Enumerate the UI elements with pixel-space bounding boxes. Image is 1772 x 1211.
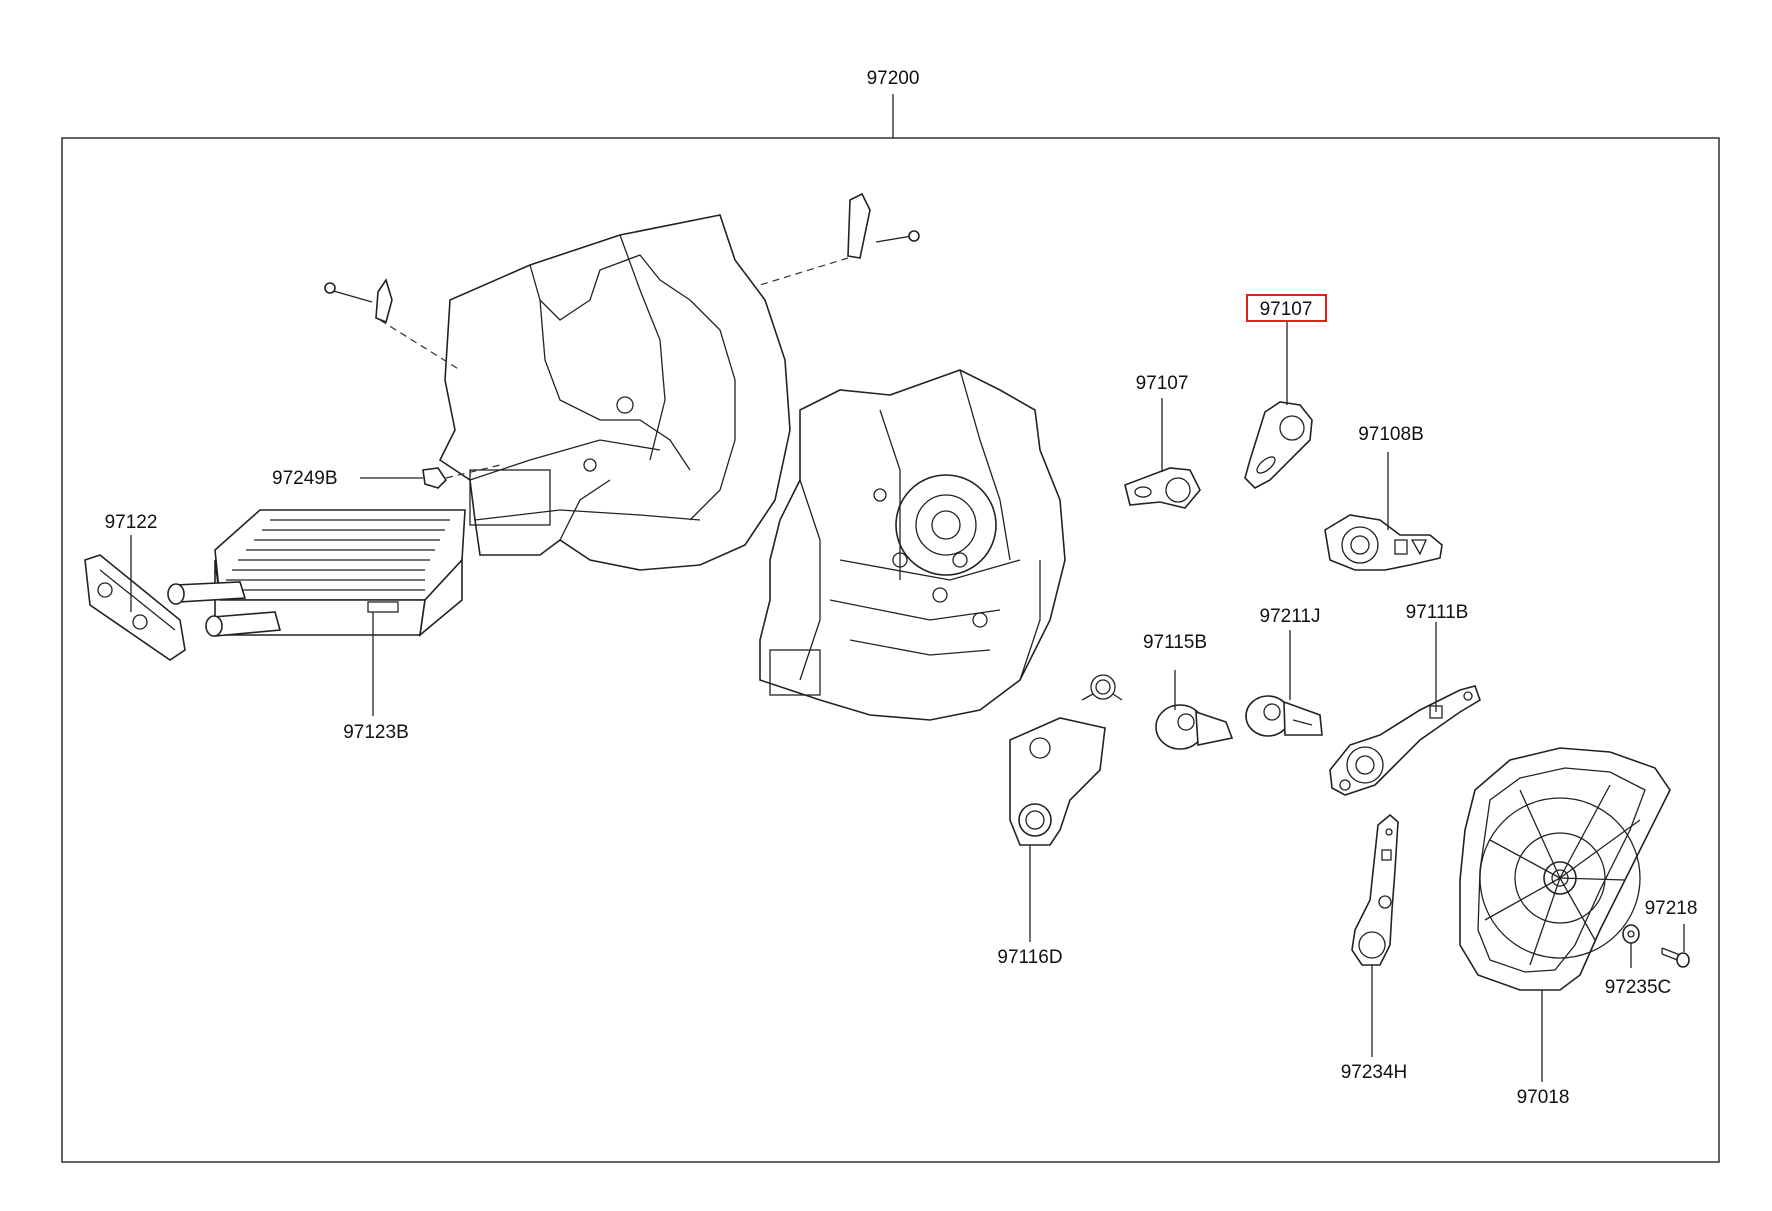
grommet-97235C	[1622, 924, 1640, 968]
label-97234H[interactable]: 97234H	[1341, 1062, 1408, 1083]
seal-97122	[84, 535, 186, 661]
lever-97211J	[1245, 630, 1323, 737]
clip-97249B	[360, 464, 501, 489]
lever-97107-highlighted	[1244, 321, 1313, 489]
label-97018[interactable]: 97018	[1517, 1087, 1570, 1108]
screw-97218	[1661, 924, 1690, 968]
heater-core	[167, 509, 466, 716]
lever-97115B	[1155, 670, 1234, 750]
label-97235C[interactable]: 97235C	[1605, 977, 1672, 998]
label-97115B[interactable]: 97115B	[1143, 632, 1207, 653]
label-97122[interactable]: 97122	[105, 512, 158, 533]
lever-97234H	[1351, 813, 1399, 1057]
highlight-box	[1246, 294, 1327, 322]
label-97107-a[interactable]: 97107	[1136, 373, 1189, 394]
heater-case-left	[438, 214, 791, 571]
label-97108B[interactable]: 97108B	[1358, 424, 1424, 445]
label-97116D[interactable]: 97116D	[997, 947, 1062, 968]
spring	[1081, 674, 1123, 701]
label-97107-highlighted[interactable]: 97107	[1260, 299, 1313, 320]
label-97249B[interactable]: 97249B	[272, 468, 338, 489]
cover-97018	[1459, 747, 1671, 1082]
link-97116D	[1009, 717, 1106, 942]
label-97123B[interactable]: 97123B	[343, 722, 409, 743]
heater-core-fins	[222, 519, 450, 591]
bracket-screw-left	[324, 278, 461, 371]
lever-97108B	[1324, 452, 1443, 571]
label-97111B[interactable]: 97111B	[1406, 602, 1469, 623]
bracket-screw-right	[759, 192, 920, 286]
assembly-frame	[61, 94, 1720, 1163]
label-97218[interactable]: 97218	[1645, 898, 1698, 919]
lever-97107-a	[1124, 398, 1201, 509]
lever-97111B	[1329, 622, 1481, 796]
label-97211J[interactable]: 97211J	[1260, 606, 1321, 627]
mode-case-center	[759, 369, 1066, 721]
label-97200[interactable]: 97200	[867, 68, 920, 89]
